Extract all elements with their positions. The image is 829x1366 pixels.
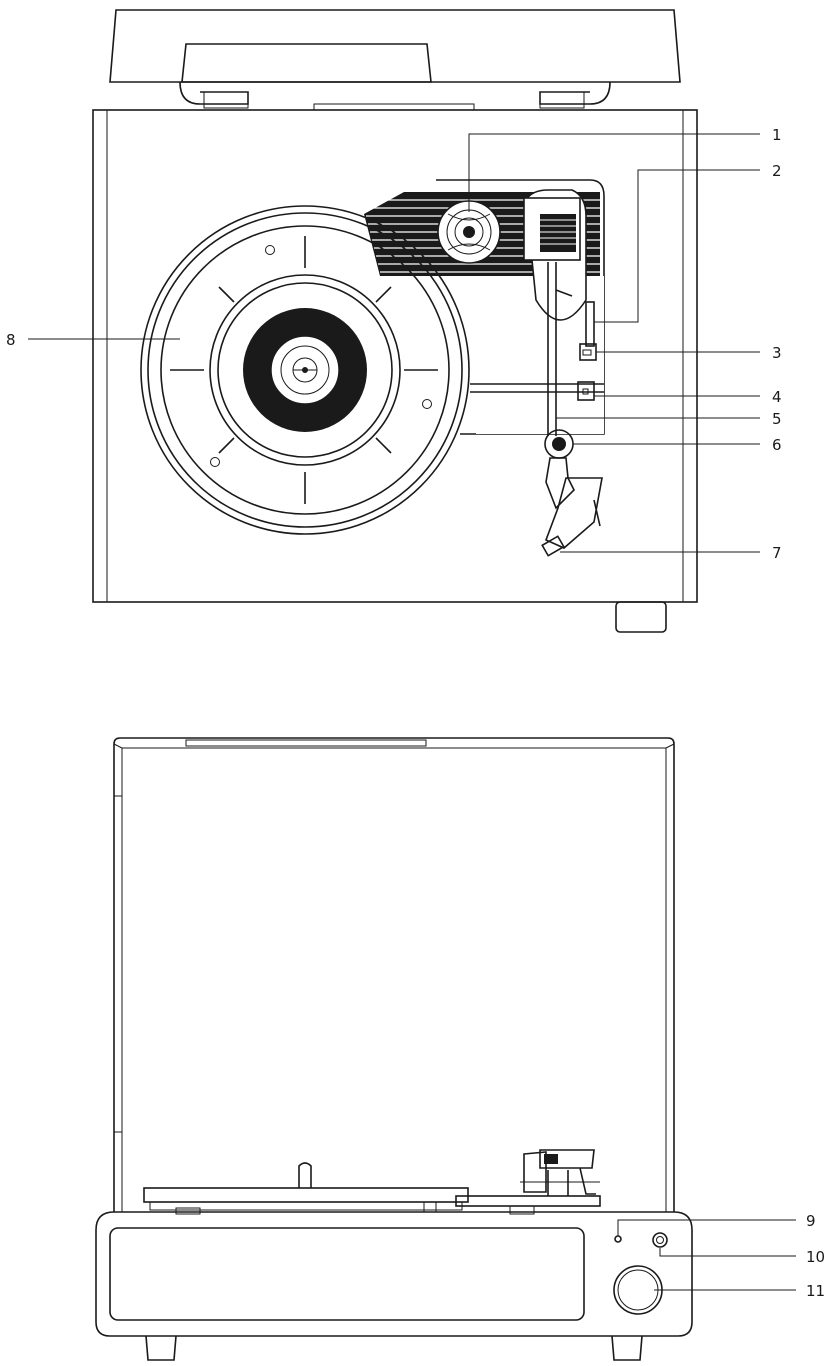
indicator-light bbox=[614, 1235, 622, 1243]
platter bbox=[140, 205, 470, 535]
front-leader-lines bbox=[617, 1219, 796, 1291]
front-base bbox=[95, 1211, 693, 1361]
callout-11: 11 bbox=[806, 1282, 825, 1300]
headshell bbox=[541, 457, 603, 557]
callout-2: 2 bbox=[772, 162, 782, 180]
callout-5: 5 bbox=[772, 410, 782, 428]
counterweight bbox=[523, 189, 595, 347]
turntable-body bbox=[92, 109, 698, 633]
front-view: 9 10 11 bbox=[95, 737, 825, 1361]
callout-7: 7 bbox=[772, 544, 782, 562]
top-leader-lines bbox=[28, 133, 760, 553]
switch-4 bbox=[577, 381, 595, 401]
callout-9: 9 bbox=[806, 1212, 816, 1230]
dust-cover bbox=[109, 9, 681, 111]
tonearm bbox=[547, 262, 573, 436]
callout-8: 8 bbox=[6, 331, 16, 349]
platter-side bbox=[143, 1162, 469, 1215]
callout-3: 3 bbox=[772, 344, 782, 362]
tonearm-side bbox=[455, 1149, 601, 1215]
rpm-adapter bbox=[437, 200, 501, 264]
open-lid bbox=[113, 737, 675, 1212]
callout-6: 6 bbox=[772, 436, 782, 454]
callout-1: 1 bbox=[772, 126, 782, 144]
callout-10: 10 bbox=[806, 1248, 825, 1266]
headphone-jack bbox=[652, 1232, 668, 1248]
callout-4: 4 bbox=[772, 388, 782, 406]
top-view: 1 2 3 4 5 6 7 8 bbox=[6, 9, 782, 633]
